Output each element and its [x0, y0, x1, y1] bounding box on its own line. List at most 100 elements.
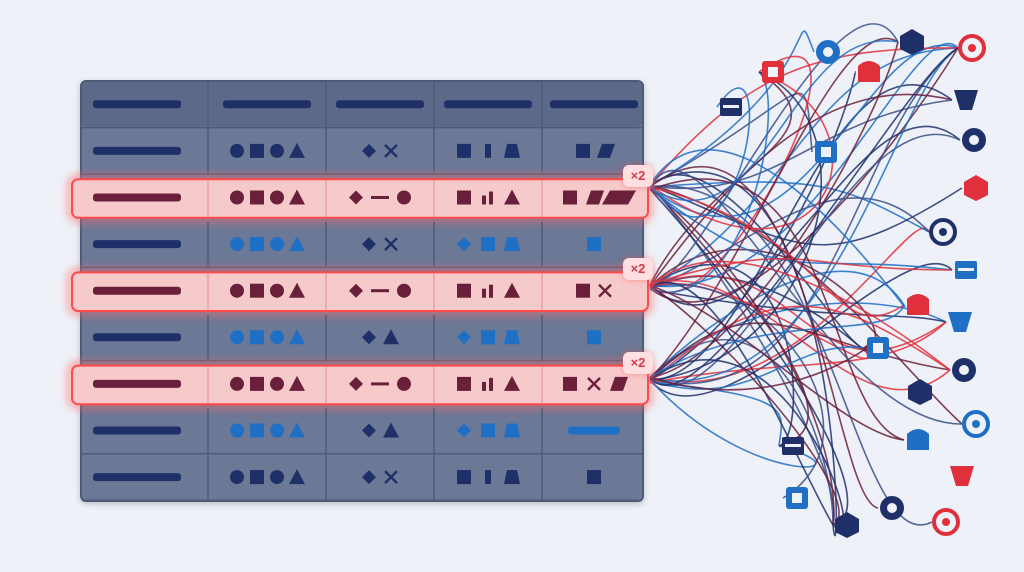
highlighted-row — [67, 174, 653, 223]
connection-line — [649, 47, 959, 385]
connection-line — [649, 288, 947, 323]
connection-line — [649, 257, 953, 285]
cell-glyphs — [457, 282, 520, 298]
connection-line — [649, 125, 961, 306]
connection-line — [649, 260, 951, 371]
connection-line — [649, 187, 953, 271]
cell-glyphs — [563, 376, 628, 391]
card-icon — [782, 437, 804, 455]
city-icon — [962, 410, 990, 438]
cell-glyphs — [93, 473, 181, 482]
connection-line — [649, 227, 930, 383]
connection-line — [649, 30, 815, 187]
server-icon — [962, 128, 986, 152]
multiplier-badge: ×2 — [623, 258, 653, 281]
multiplier-badge: ×2 — [623, 351, 653, 374]
cell-glyphs — [587, 470, 601, 485]
cell-glyphs — [362, 329, 399, 345]
connection-line — [649, 165, 879, 509]
cell-glyphs — [576, 143, 615, 158]
tag-play-icon — [952, 358, 976, 382]
cell-glyphs — [336, 100, 424, 109]
connection-line — [649, 321, 947, 384]
connection-line — [649, 71, 834, 230]
grid-icon — [908, 379, 932, 405]
cell-glyphs — [230, 422, 305, 438]
cell-glyphs — [587, 330, 601, 345]
cell-glyphs — [457, 470, 520, 485]
table-row — [82, 408, 642, 455]
cell-glyphs — [457, 143, 520, 158]
connection-line — [649, 270, 905, 379]
paypal-icon — [954, 90, 978, 110]
discount-tag-icon — [955, 261, 977, 279]
highlighted-row — [67, 360, 653, 410]
cell-glyphs — [230, 329, 305, 345]
cell-glyphs — [93, 100, 181, 109]
cell-glyphs — [93, 240, 181, 249]
cell-glyphs — [93, 193, 181, 202]
cell-glyphs — [93, 333, 181, 342]
highlighted-row — [67, 267, 653, 316]
cell-glyphs — [444, 100, 532, 109]
shield-icon — [815, 141, 837, 163]
connection-line — [649, 322, 951, 381]
connection-line — [649, 283, 825, 499]
cell-glyphs — [457, 237, 520, 252]
connection-line — [649, 87, 751, 218]
cell-glyphs — [230, 282, 305, 298]
cell-glyphs — [230, 375, 305, 391]
apps-icon — [786, 487, 808, 509]
cell-glyphs — [550, 100, 638, 109]
cell-glyphs — [362, 422, 399, 438]
cell-glyphs — [223, 100, 311, 109]
shopping-bag-icon — [929, 218, 957, 246]
connection-line — [649, 284, 905, 441]
connection-line — [649, 181, 930, 233]
crescent-icon — [907, 429, 929, 450]
package-icon — [964, 175, 988, 201]
cell-glyphs — [93, 286, 181, 295]
cell-glyphs — [457, 375, 520, 391]
connection-line — [649, 169, 963, 425]
cell-glyphs — [93, 146, 181, 155]
connection-line — [649, 304, 905, 379]
connection-line — [649, 184, 963, 246]
cell-glyphs — [349, 376, 411, 391]
header-row — [82, 82, 642, 129]
cube-icon — [900, 29, 924, 55]
connection-line — [649, 47, 959, 386]
cell-glyphs — [362, 237, 398, 252]
cell-glyphs — [568, 426, 620, 435]
connection-line — [649, 178, 905, 441]
connection-line — [649, 71, 822, 382]
cell-glyphs — [457, 189, 520, 205]
connection-line — [649, 262, 953, 397]
connection-line — [649, 23, 899, 288]
cell-glyphs — [349, 190, 411, 205]
connection-line — [649, 284, 840, 526]
cell-glyphs — [230, 469, 305, 485]
cell-glyphs — [93, 426, 181, 435]
connection-line — [649, 41, 899, 379]
link-icon — [907, 294, 929, 315]
basket-icon — [932, 508, 960, 536]
t-logo-icon — [948, 312, 972, 332]
cell-glyphs — [230, 142, 305, 158]
cell-glyphs — [457, 423, 520, 438]
cell-glyphs — [576, 283, 612, 298]
cell-glyphs — [230, 189, 305, 205]
tower-icon — [762, 61, 784, 83]
copy-icon — [720, 98, 742, 116]
connection-line — [649, 38, 899, 380]
connection-line — [649, 379, 817, 468]
table-row — [82, 454, 642, 502]
hexagon-icon — [950, 466, 974, 486]
connection-line — [649, 149, 906, 308]
cell-glyphs — [563, 190, 636, 205]
compass-icon — [835, 512, 859, 538]
cell-glyphs — [362, 143, 398, 158]
connection-line — [649, 47, 959, 289]
